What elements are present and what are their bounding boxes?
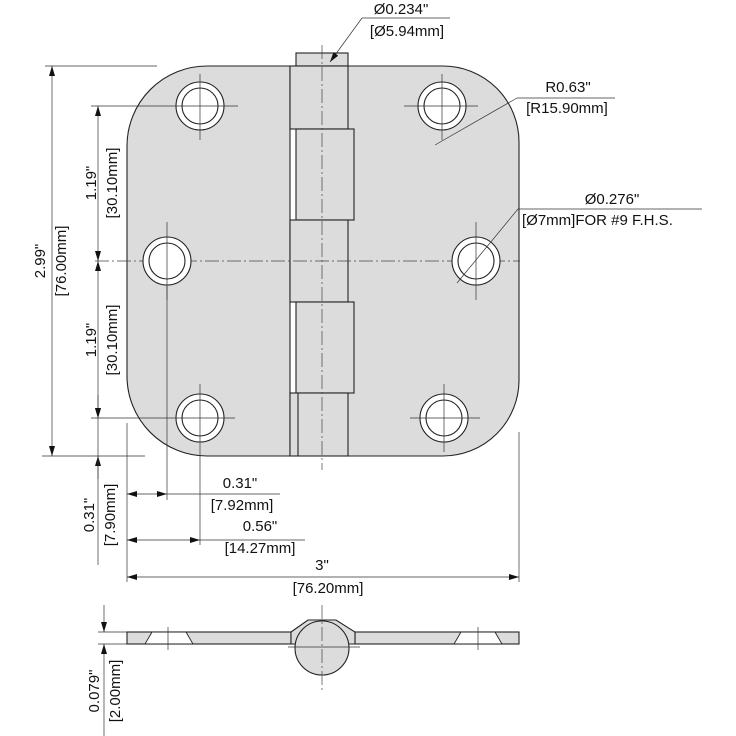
height-dimension: 2.99" [76.00mm] bbox=[32, 65, 157, 457]
width-metric: [76.20mm] bbox=[293, 580, 364, 597]
hole-offset-imperial: 0.56" bbox=[243, 518, 278, 535]
hole-edge-horizontal-dimension: 0.31" [7.92mm] bbox=[127, 475, 280, 514]
hole-diameter-imperial: Ø0.276" bbox=[585, 191, 640, 208]
screw-hole bbox=[142, 222, 192, 300]
hole-spacing-lower-dimension: 1.19" [30.10mm] bbox=[83, 261, 121, 418]
hole-spacing-lower-imperial: 1.19" bbox=[83, 323, 100, 358]
hole-edge-horizontal-metric: [7.92mm] bbox=[211, 497, 274, 514]
corner-radius-callout: R0.63" [R15.90mm] bbox=[434, 79, 615, 146]
hole-edge-vertical-metric: [7.90mm] bbox=[102, 484, 119, 547]
hole-edge-horizontal-imperial: 0.31" bbox=[223, 475, 258, 492]
width-imperial: 3" bbox=[315, 557, 329, 574]
hole-spacing-upper-metric: [30.10mm] bbox=[104, 148, 121, 219]
hole-edge-vertical-imperial: 0.31" bbox=[81, 498, 98, 533]
hole-spacing-upper-imperial: 1.19" bbox=[83, 166, 100, 201]
corner-radius-metric: [R15.90mm] bbox=[526, 100, 608, 117]
hole-offset-dimension: 0.56" [14.27mm] bbox=[127, 518, 305, 557]
height-imperial: 2.99" bbox=[32, 244, 49, 279]
screw-hole bbox=[451, 222, 501, 300]
thickness-metric: [2.00mm] bbox=[107, 660, 124, 723]
pin-diameter-imperial: Ø0.234" bbox=[374, 1, 429, 18]
hole-diameter-callout: Ø0.276" [Ø7mm]FOR #9 F.H.S. bbox=[456, 191, 702, 284]
screw-hole bbox=[170, 74, 238, 140]
hinge-side-view bbox=[126, 605, 520, 690]
thickness-imperial: 0.079" bbox=[86, 670, 103, 713]
thickness-dimension: 0.079" [2.00mm] bbox=[86, 605, 127, 736]
screw-holes bbox=[91, 74, 501, 545]
pin-diameter-metric: [Ø5.94mm] bbox=[370, 23, 444, 40]
screw-hole bbox=[404, 74, 478, 140]
screw-hole bbox=[91, 384, 235, 545]
hole-edge-vertical-dimension: 0.31" [7.90mm] bbox=[81, 395, 119, 565]
hole-spacing-upper-dimension: 1.19" [30.10mm] bbox=[83, 105, 170, 261]
hole-diameter-metric: [Ø7mm]FOR #9 F.H.S. bbox=[522, 212, 673, 229]
corner-radius-imperial: R0.63" bbox=[545, 79, 590, 96]
hole-spacing-lower-metric: [30.10mm] bbox=[104, 305, 121, 376]
pin-diameter-callout: Ø0.234" [Ø5.94mm] bbox=[329, 1, 450, 63]
hinge-front-view bbox=[91, 45, 520, 545]
hole-offset-metric: [14.27mm] bbox=[225, 540, 296, 557]
screw-hole bbox=[410, 384, 480, 452]
height-metric: [76.00mm] bbox=[53, 226, 70, 297]
width-dimension: 3" [76.20mm] bbox=[127, 557, 519, 597]
